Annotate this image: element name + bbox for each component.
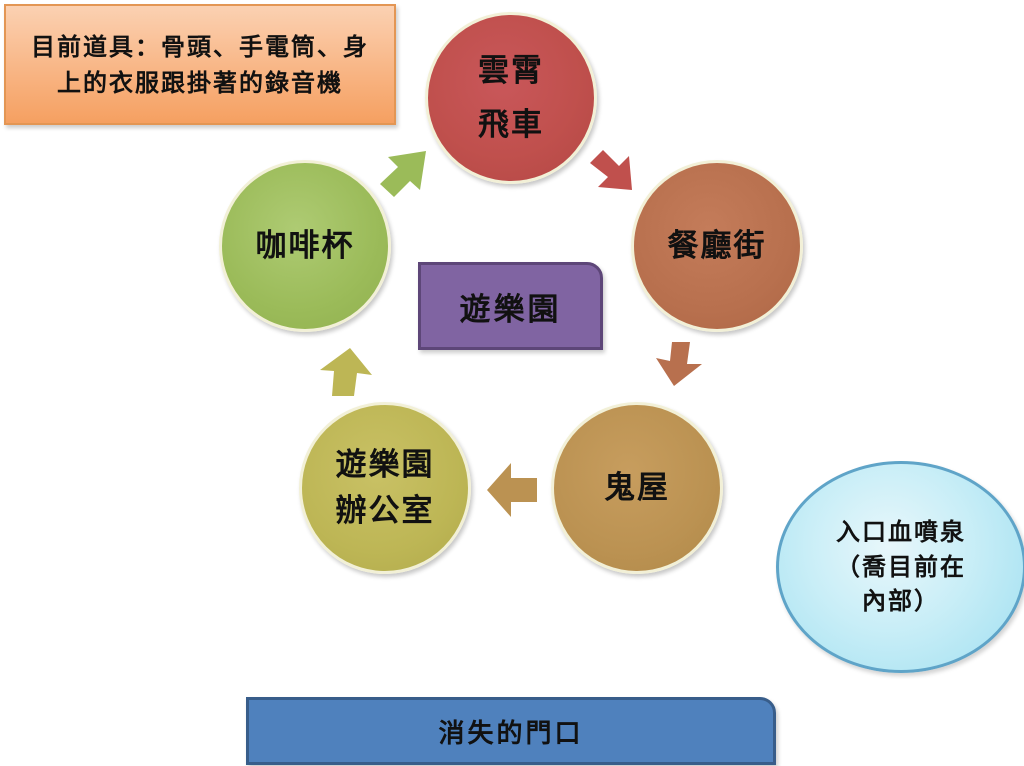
center-amusement-park-label: 遊樂園 <box>459 291 562 328</box>
node-haunted-house: 鬼屋 <box>551 402 723 574</box>
vanished-doorway-bar: 消失的門口 <box>246 697 776 765</box>
node-park-office-label: 遊樂園 辦公室 <box>335 446 435 530</box>
node-park-office: 遊樂園 辦公室 <box>299 402 471 574</box>
node-restaurant-street-label: 餐廳街 <box>667 227 767 264</box>
node-roller-coaster: 雲霄 飛車 <box>425 12 597 184</box>
node-coffee-cups: 咖啡杯 <box>219 160 391 332</box>
node-coffee-cups-label: 咖啡杯 <box>255 227 355 264</box>
arrow-office-to-coffee-cups <box>318 348 372 396</box>
arrow-restaurant-to-haunted-house <box>650 340 704 388</box>
arrow-coffee-cups-to-roller-coaster <box>378 147 428 199</box>
current-items-note: 目前道具：骨頭、手電筒、身 上的衣服跟掛著的錄音機 <box>4 4 396 125</box>
entrance-blood-fountain: 入口血噴泉 （喬目前在 內部） <box>776 461 1024 673</box>
arrow-haunted-house-to-office <box>487 463 537 517</box>
current-items-text: 目前道具：骨頭、手電筒、身 上的衣服跟掛著的錄音機 <box>31 31 369 97</box>
entrance-blood-fountain-text: 入口血噴泉 （喬目前在 內部） <box>836 516 966 616</box>
node-haunted-house-label: 鬼屋 <box>604 469 670 506</box>
arrow-roller-coaster-to-restaurant <box>585 143 635 195</box>
center-amusement-park: 遊樂園 <box>418 262 603 350</box>
node-restaurant-street: 餐廳街 <box>631 160 803 332</box>
node-roller-coaster-label: 雲霄 飛車 <box>478 52 544 143</box>
vanished-doorway-label: 消失的門口 <box>438 718 584 749</box>
